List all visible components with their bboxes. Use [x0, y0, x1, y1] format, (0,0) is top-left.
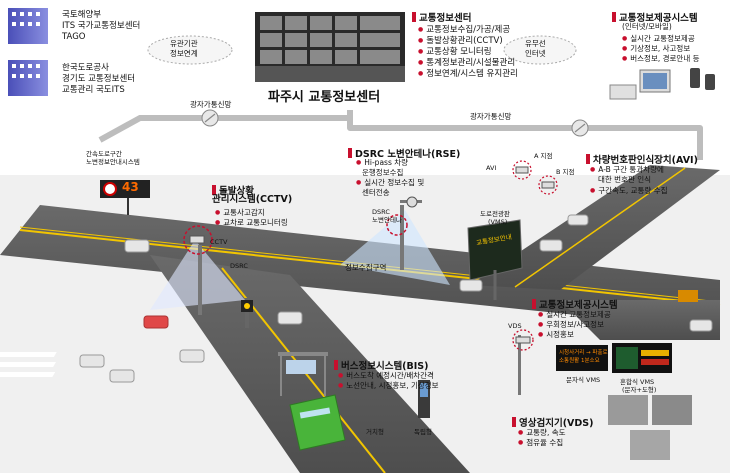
avi-camera-icon — [512, 160, 558, 195]
fiber-line-right — [347, 110, 703, 160]
computer-icon — [609, 68, 715, 100]
cctv-label: CCTV — [210, 238, 228, 246]
bis-item: 버스도착 예정시간/배차간격 — [338, 371, 434, 382]
center-title: 파주시 교통정보센터 — [268, 90, 381, 105]
text-vms-label: 문자식 VMS — [566, 376, 601, 384]
mixed-vms-label2: (문자+도형) — [622, 386, 657, 394]
roadside-vms — [467, 219, 523, 300]
building-icon — [8, 8, 48, 44]
cloud-icon — [147, 35, 233, 65]
cctv-heading: 돌발상황 — [212, 183, 254, 197]
rse-item: Hi-pass 차량 — [356, 158, 408, 169]
building-icon — [8, 60, 48, 96]
car-icon — [79, 214, 713, 383]
interlink-line2: 정보연계 — [170, 49, 198, 58]
rse-heading: DSRC 노변안테나(RSE) — [348, 146, 460, 160]
cloud-icon — [503, 35, 577, 65]
crosswalk — [0, 352, 57, 377]
vms-bottom-item: 시정홍보 — [538, 330, 574, 341]
vds-heading: 영상검지기(VDS) — [512, 415, 593, 429]
cctv-item: 교통사고감지 — [215, 208, 264, 219]
avi-heading: 차량번호판인식장치(AVI) — [586, 152, 698, 166]
agency1-line1: 국토해양부 — [62, 10, 102, 20]
control-center-monitors — [255, 12, 405, 82]
avi-label: AVI — [486, 164, 497, 172]
agency2-line2: 경기도 교통정보센터 — [62, 74, 136, 84]
avi-item: A-B 구간 통과차량에 — [590, 165, 664, 176]
vds-label: VDS — [508, 322, 522, 330]
cctv-beam — [150, 240, 245, 310]
expressway-label1: 간속도로구간 — [86, 150, 122, 158]
info-zone-label: 정보수집구역 — [345, 263, 387, 272]
bis-item: 노선안내, 시정홍보, 기상정보 — [338, 381, 438, 392]
cctv-item: 교차로 교통모니터링 — [215, 218, 287, 229]
dsrc-beam — [340, 210, 450, 285]
vms-bottom-item: 실시간 교통정보제공 — [538, 310, 610, 321]
roadside-vms-label: 도로전광판 — [480, 210, 510, 218]
rse-label: DSRC — [372, 208, 390, 216]
center-item: 교통상황 모니터링 — [418, 47, 491, 58]
info-system-heading: 교통정보제공시스템 — [612, 10, 698, 24]
right-vms-sign — [678, 290, 698, 302]
agency2-line3: 교통관리 국도ITS — [62, 85, 125, 95]
avi-b-point: B 지점 — [556, 168, 575, 176]
info-system-item: 실시간 교통정보제공 — [622, 34, 694, 45]
vds-item: 교통량, 속도 — [518, 428, 565, 439]
bis-stand-type: 거치형 — [366, 428, 384, 436]
avi-item: 구간속도, 교통량 수집 — [590, 186, 667, 197]
cctv-pole — [183, 225, 213, 315]
vds-image — [608, 395, 648, 425]
bis-independent-type: 독립형 — [414, 428, 432, 436]
fiber-label-1: 광자가통신망 — [190, 100, 232, 109]
avi-a-point: A 지점 — [534, 152, 553, 160]
expressway-vms-sign — [100, 180, 150, 215]
vms-bottom-item: 우회정보/사고정보 — [538, 320, 604, 331]
interlink-line1: 유관기관 — [170, 39, 198, 48]
vms-line: 시청사거리 → 파출로 — [559, 350, 608, 356]
center-item: 교통정보수집/가공/제공 — [418, 25, 510, 36]
dsrc-pole — [386, 196, 422, 270]
vds-camera-icon — [512, 329, 534, 395]
info-system-sub: (인터넷/모바일) — [622, 22, 672, 31]
vms-bottom-heading: 교통정보제공시스템 — [532, 297, 618, 311]
wired-line1: 유무선 — [525, 39, 546, 48]
agency2-line1: 한국도로공사 — [62, 63, 109, 73]
info-system-item: 버스정보, 경로안내 등 — [622, 54, 699, 65]
text-vms-board — [556, 345, 608, 371]
bis-heading: 버스정보시스템(BIS) — [334, 358, 428, 372]
rse-item: 실시간 정보수집 및 — [356, 178, 424, 189]
center-item: 통계정보관리/시설물관리 — [418, 58, 515, 69]
agency1-line3: TAGO — [62, 32, 86, 42]
fiber-label-2: 광자가통신망 — [470, 112, 512, 121]
rse-label2: 노변안테나 — [372, 216, 402, 224]
fiber-line-left — [98, 115, 350, 143]
center-item: 정보연계/시스템 유지관리 — [418, 69, 518, 80]
roadside-vms-label2: (VMS) — [488, 218, 508, 226]
center-item: 돌발상황관리(CCTV) — [418, 36, 502, 47]
wired-line2: 인터넷 — [525, 49, 546, 58]
expressway-vms-value: 43 — [122, 180, 139, 194]
traffic-light-icon — [241, 298, 253, 328]
agency1-line2: ITS 국가교통정보센터 — [62, 21, 141, 31]
cctv-heading2: 관리시스템(CCTV) — [212, 194, 293, 205]
rse-item: 센터전송 — [362, 188, 390, 197]
rse-item: 운행정보수집 — [362, 168, 404, 177]
vms-line: 소통원활 1분소요 — [559, 358, 600, 364]
vds-image — [652, 395, 692, 425]
dsrc-small-label: DSRC — [230, 262, 248, 270]
bus-icon — [289, 394, 346, 451]
accident-car-icon — [143, 315, 169, 329]
mixed-vms-label: 혼합식 VMS — [620, 378, 655, 386]
avi-item: 대한 번호판 인식 — [598, 175, 652, 184]
center-heading: 교통정보센터 — [412, 10, 471, 24]
info-system-item: 기상정보, 사고정보 — [622, 44, 690, 55]
vds-image — [630, 430, 670, 460]
expressway-label2: 노변정보안내시스템 — [86, 158, 140, 166]
vds-item: 점유율 수집 — [518, 438, 563, 449]
